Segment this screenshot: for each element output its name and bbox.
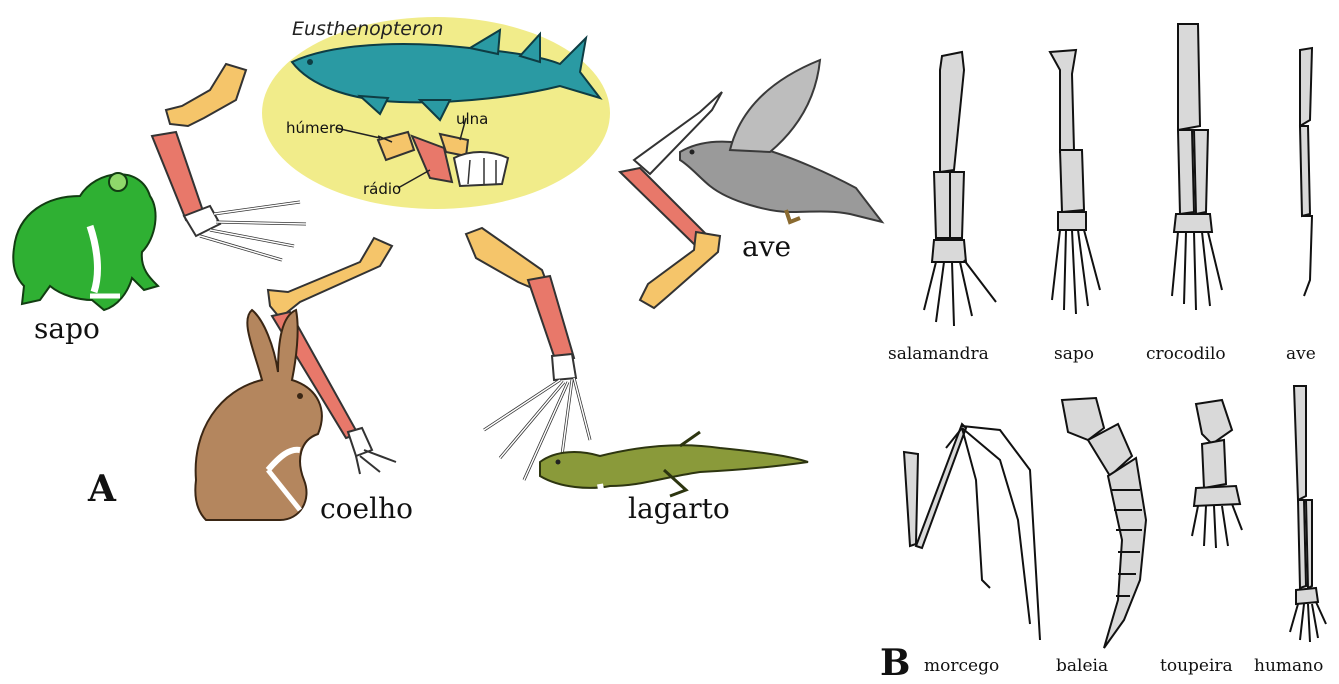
- skeleton-baleia: [1062, 398, 1146, 648]
- skeleton-crocodilo: [1172, 24, 1222, 310]
- bird-label: ave: [742, 230, 791, 263]
- panel-a: [13, 17, 882, 528]
- label-salamandra: salamandra: [888, 344, 989, 364]
- label-sapo-b: sapo: [1054, 344, 1094, 364]
- label-morcego: morcego: [924, 656, 999, 676]
- humerus-label: húmero: [286, 119, 344, 137]
- label-humano: humano: [1254, 656, 1323, 676]
- skeleton-sapo: [1050, 50, 1100, 314]
- label-baleia: baleia: [1056, 656, 1108, 676]
- skeleton-toupeira: [1192, 400, 1242, 548]
- skeleton-salamandra: [924, 52, 996, 326]
- frog: [13, 173, 158, 310]
- label-ave-b: ave: [1286, 344, 1316, 364]
- label-crocodilo: crocodilo: [1146, 344, 1226, 364]
- skeleton-morcego: [904, 424, 1040, 640]
- figure-b-letter: B: [880, 642, 910, 684]
- label-toupeira: toupeira: [1160, 656, 1233, 676]
- ulna-label: ulna: [456, 110, 488, 128]
- rabbit-label: coelho: [320, 492, 413, 525]
- skeleton-humano: [1290, 386, 1326, 642]
- lizard-limb: [466, 228, 590, 480]
- radius-label: rádio: [363, 180, 401, 198]
- frog-label: sapo: [34, 312, 100, 345]
- bird: [680, 60, 882, 222]
- figure-a-letter: A: [88, 468, 116, 510]
- panel-b: [904, 24, 1326, 648]
- bird-limb: [620, 92, 722, 308]
- lizard-label: lagarto: [628, 492, 730, 525]
- skeleton-ave: [1300, 48, 1312, 296]
- eusthenopteron-label: Eusthenopteron: [292, 18, 443, 40]
